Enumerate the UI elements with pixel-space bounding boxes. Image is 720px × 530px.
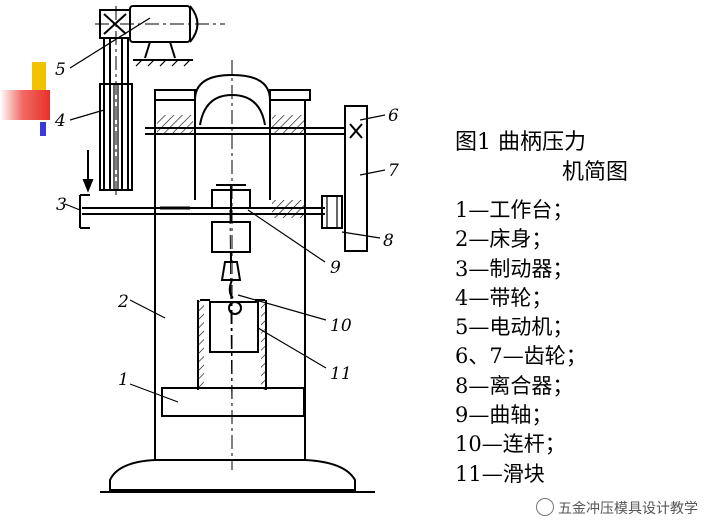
base — [100, 459, 375, 493]
legend-item: 2—床身； — [455, 227, 553, 252]
crankshaft — [82, 184, 325, 222]
legend-item: 10—连杆； — [455, 432, 566, 457]
part-label-8: 8 — [383, 231, 394, 251]
motor — [99, 5, 199, 67]
gear-large — [344, 105, 368, 252]
part-label-10: 10 — [330, 316, 352, 336]
worktable — [161, 387, 305, 417]
belt — [103, 38, 129, 190]
brake — [79, 150, 94, 229]
part-label-2: 2 — [118, 292, 129, 312]
clutch — [321, 195, 343, 229]
slide-block — [209, 301, 259, 353]
part-label-1: 1 — [118, 370, 129, 390]
part-label-9: 9 — [330, 258, 341, 278]
legend-item: 5—电动机； — [455, 315, 574, 340]
figure-title-line2: 机简图 — [562, 160, 629, 185]
connecting-rod — [211, 221, 251, 299]
legend-item: 11—滑块 — [455, 461, 545, 486]
part-label-4: 4 — [55, 111, 66, 131]
legend-item: 6、7—齿轮； — [455, 344, 587, 369]
part-label-3: 3 — [56, 195, 67, 215]
legend-item: 1—工作台； — [455, 198, 574, 222]
accent-red-band — [0, 90, 50, 120]
legend-item: 4—带轮； — [455, 285, 553, 310]
part-label-11: 11 — [330, 364, 352, 384]
legend-item: 9—曲轴； — [455, 403, 553, 428]
part-label-6: 6 — [388, 106, 399, 126]
wechat-logo-icon — [536, 498, 554, 516]
watermark: 五金冲压模具设计教学 — [536, 498, 698, 518]
watermark-text: 五金冲压模具设计教学 — [558, 501, 698, 517]
part-label-7: 7 — [388, 161, 399, 181]
accent-blue-mark — [40, 122, 46, 136]
legend-item: 8—离合器； — [455, 373, 574, 398]
figure-title-line1: 图1 曲柄压力 — [455, 130, 586, 155]
upper-shaft — [145, 127, 345, 135]
legend-item: 3—制动器； — [455, 256, 574, 281]
part-label-5: 5 — [55, 60, 66, 80]
legend-list: 1—工作台； 2—床身； 3—制动器； 4—带轮； 5—电动机； 6、7—齿轮；… — [455, 196, 587, 489]
